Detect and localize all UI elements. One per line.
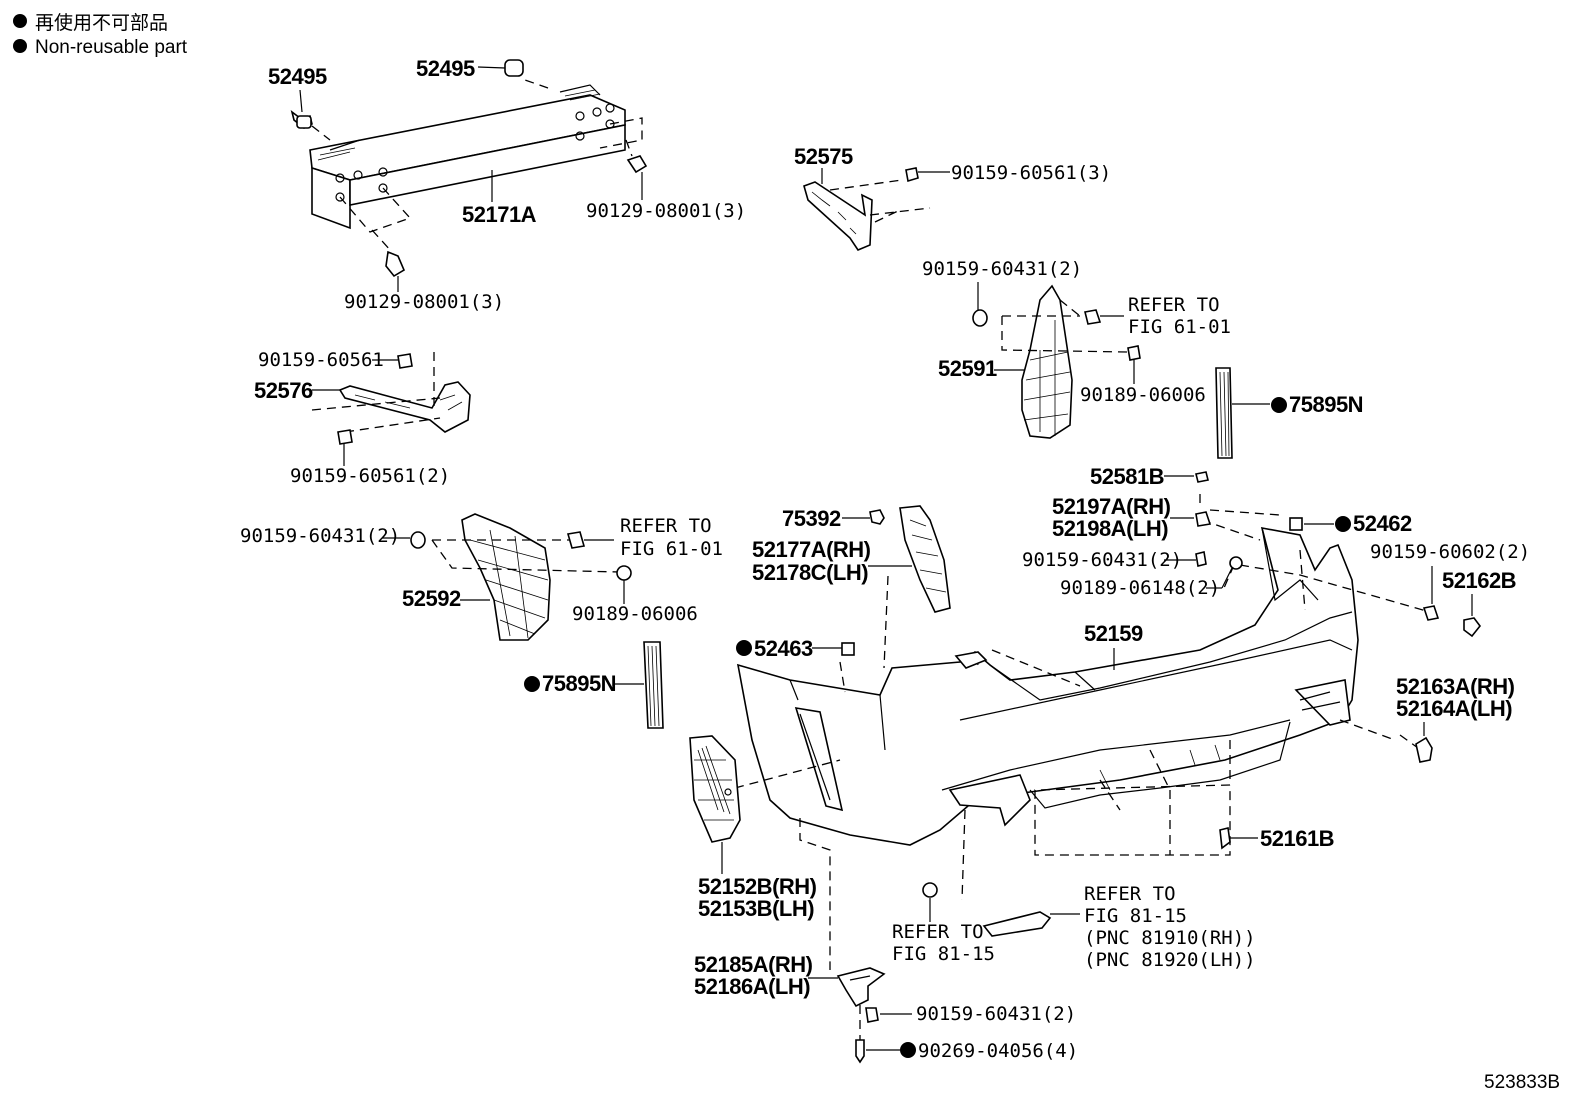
refer-to-label: REFER TO: [892, 921, 984, 943]
label-52153b: 52153B(LH): [698, 896, 814, 921]
screw-90159-60431: [1195, 551, 1207, 567]
bumper-cover-52159: [736, 526, 1359, 846]
bolt-90129-left: [371, 229, 406, 278]
nut-52197a: [1195, 511, 1212, 527]
label-52171a: 52171A: [462, 202, 537, 227]
retainer-52591: [972, 284, 1141, 439]
fig-ref-81-15: FIG 81-15: [892, 943, 995, 965]
label-52161b: 52161B: [1260, 826, 1334, 851]
label-52198a: 52198A(LH): [1052, 516, 1168, 541]
label-52495: 52495: [268, 64, 327, 89]
pnc-81920: (PNC 81920(LH)): [1084, 949, 1256, 971]
retainer-52592: [410, 513, 632, 641]
label-75392: 75392: [782, 506, 841, 531]
screw-90159-60431: [865, 1007, 879, 1023]
diagram-id: 523833B: [1484, 1072, 1560, 1093]
bolt-52495-right: [477, 59, 524, 77]
label-52159: 52159: [1084, 621, 1143, 646]
label-90159-60561: 90159-60561(2): [290, 465, 450, 487]
label-90129-08001: 90129-08001(3): [344, 291, 504, 313]
clip-52581b: [1195, 471, 1209, 483]
bracket-52575: [803, 167, 931, 251]
fig-ref-61-01: FIG 61-01: [1128, 316, 1231, 338]
label-52591: 52591: [938, 356, 997, 381]
non-reusable-dot-icon: [900, 1042, 916, 1058]
label-52575: 52575: [794, 144, 853, 169]
label-52592: 52592: [402, 586, 461, 611]
label-90189-06006: 90189-06006: [1080, 384, 1206, 406]
fig-ref-61-01: FIG 61-01: [620, 538, 723, 560]
non-reusable-dot-icon: [1271, 397, 1287, 413]
fig-ref-81-15: FIG 81-15: [1084, 905, 1187, 927]
label-90189-06148: 90189-06148(2): [1060, 577, 1220, 599]
screw-ref-81-15: [922, 882, 938, 898]
screw-90159-60602: [1422, 605, 1440, 621]
reflector-75895n-upper: [1215, 367, 1233, 459]
refer-to-label: REFER TO: [620, 515, 712, 537]
clip-75392: [869, 509, 885, 525]
non-reusable-dot-icon: [524, 676, 540, 692]
label-52162b: 52162B: [1442, 568, 1516, 593]
label-52576: 52576: [254, 378, 313, 403]
label-52164a: 52164A(LH): [1396, 696, 1512, 721]
label-52178c: 52178C(LH): [752, 560, 868, 585]
label-90269-04056: 90269-04056(4): [918, 1040, 1078, 1062]
refer-to-label: REFER TO: [1128, 294, 1220, 316]
non-reusable-dot-icon: [736, 640, 752, 656]
bolt-52495-left: [290, 110, 331, 141]
label-52581b: 52581B: [1090, 464, 1164, 489]
legend: 再使用不可部品 Non-reusable part: [13, 12, 188, 58]
label-52186a: 52186A(LH): [694, 974, 810, 999]
label-90129-08001: 90129-08001(3): [586, 200, 746, 222]
clip-52462: [1289, 517, 1303, 531]
refer-to-label: REFER TO: [1084, 883, 1176, 905]
rivet-90269-04056: [855, 1039, 865, 1064]
legend-english: Non-reusable part: [35, 37, 188, 58]
label-52462: 52462: [1353, 511, 1412, 536]
cap-52163a: [1415, 736, 1433, 763]
non-reusable-dot-icon: [13, 39, 27, 53]
bracket-52185a: [836, 967, 886, 1008]
label-52177a: 52177A(RH): [752, 537, 871, 562]
label-90159-60561: 90159-60561: [258, 349, 384, 371]
legend-japanese: 再使用不可部品: [35, 12, 168, 34]
label-52463: 52463: [754, 636, 813, 661]
nut-90189-06148: [1229, 556, 1243, 570]
label-52185a: 52185A(RH): [694, 952, 813, 977]
label-90159-60602: 90159-60602(2): [1370, 541, 1530, 563]
label-75895n: 75895N: [542, 671, 616, 696]
label-90159-60431: 90159-60431(2): [1022, 549, 1182, 571]
non-reusable-dot-icon: [13, 14, 27, 28]
label-90159-60431: 90159-60431(2): [922, 258, 1082, 280]
rear-reflector-ref-81910: [982, 911, 1052, 937]
label-52495: 52495: [416, 56, 475, 81]
bolt-90129-right: [625, 139, 648, 174]
clip-52463: [841, 642, 855, 656]
reflector-75895n-lower: [643, 641, 664, 729]
label-52197a: 52197A(RH): [1052, 494, 1171, 519]
pnc-81910: (PNC 81910(RH)): [1084, 927, 1256, 949]
reinforcement-beam-52171a: [309, 79, 643, 233]
label-90189-06006: 90189-06006: [572, 603, 698, 625]
label-90159-60561: 90159-60561(3): [951, 162, 1111, 184]
bracket-52177a: [899, 505, 951, 613]
label-75895n: 75895N: [1289, 392, 1363, 417]
cap-52162b: [1463, 617, 1482, 638]
label-52163a: 52163A(RH): [1396, 674, 1515, 699]
clip-52161b: [1219, 827, 1231, 850]
label-90159-60431: 90159-60431(2): [240, 525, 400, 547]
bracket-52576: [311, 352, 471, 445]
label-52152b: 52152B(RH): [698, 874, 817, 899]
reflector-52152b: [689, 735, 741, 843]
non-reusable-dot-icon: [1335, 516, 1351, 532]
label-90159-60431: 90159-60431(2): [916, 1003, 1076, 1025]
